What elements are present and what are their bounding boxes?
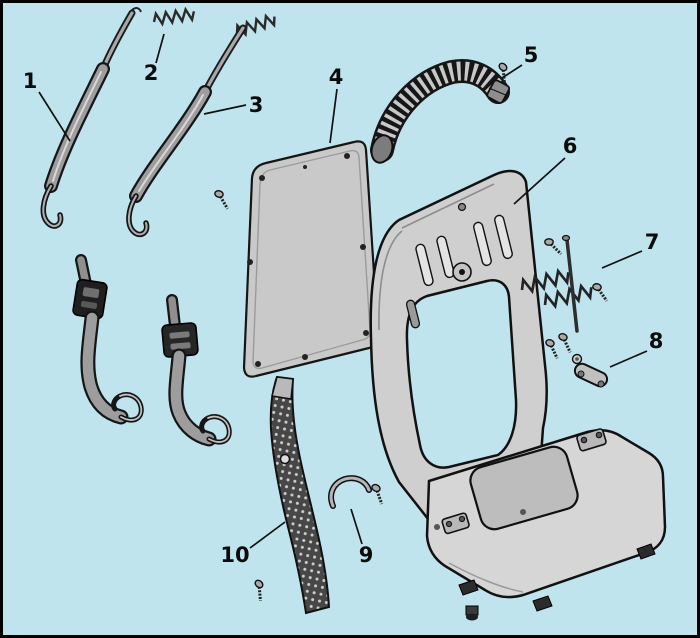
- frame-bolt: [457, 202, 467, 212]
- screw-hole: [303, 165, 307, 169]
- screw-hole: [360, 244, 366, 250]
- clamp-body-fill: [329, 476, 371, 508]
- back-pad-plate: [242, 140, 380, 378]
- frame-emblem-dot: [459, 269, 465, 275]
- hinge-screw: [580, 436, 588, 444]
- base-foot: [458, 579, 479, 596]
- base-opening: [469, 445, 579, 531]
- pad-strip-hole: [279, 453, 291, 465]
- buckle-slot: [82, 287, 100, 298]
- part-4-back-pad: [210, 140, 380, 378]
- part-label-4: 4: [329, 65, 344, 89]
- part-8-latch-hardware: [540, 331, 609, 388]
- leader-line-8: [609, 350, 648, 368]
- part-label-1: 1: [23, 69, 38, 93]
- leader-line-10: [249, 521, 286, 549]
- frame-vent-slot: [436, 235, 455, 279]
- hinge-screw: [458, 515, 466, 523]
- part-9-clamp: [328, 475, 390, 509]
- base-nut-cap: [466, 613, 478, 621]
- buckle-slot: [80, 300, 98, 309]
- screw-hole: [255, 361, 261, 367]
- part-6-frame-assembly: [369, 169, 667, 621]
- leader-line-6: [513, 157, 566, 205]
- webbing-lower-fill: [170, 350, 215, 445]
- pin-head: [561, 234, 571, 242]
- screw-hole: [344, 153, 350, 159]
- frame-bolt: [520, 509, 526, 515]
- leader-line-9: [350, 508, 363, 545]
- strap-pad-highlight: [138, 94, 204, 192]
- leader-line-4: [329, 88, 338, 144]
- frame-bolt: [434, 524, 440, 530]
- strap-loop-fill: [42, 185, 62, 227]
- part-label-10: 10: [220, 543, 249, 567]
- link-hole: [577, 370, 585, 378]
- buckle-slot: [170, 342, 191, 350]
- leader-line-3: [203, 104, 247, 115]
- strap-pad-highlight: [52, 71, 102, 182]
- screw-hole: [363, 330, 369, 336]
- strap-end-hook-fill: [207, 415, 231, 443]
- part-label-8: 8: [649, 329, 664, 353]
- hose-clamp-band: [488, 87, 509, 97]
- callouts: 1 2 3 4 5 6 7 8 9 10: [23, 33, 664, 567]
- part-label-9: 9: [359, 543, 374, 567]
- base-foot: [532, 595, 553, 612]
- part-7-spring-kit: [518, 234, 611, 333]
- screw-hole: [302, 354, 308, 360]
- part-label-3: 3: [249, 93, 264, 117]
- frame-opening: [405, 279, 518, 469]
- part-label-2: 2: [144, 61, 159, 85]
- part-5-flex-hose: [370, 59, 516, 164]
- leader-line-5: [501, 64, 523, 79]
- link-hole: [597, 380, 605, 388]
- hinge-screw: [595, 431, 603, 439]
- leader-line-2: [155, 33, 165, 64]
- part-label-5: 5: [524, 43, 539, 67]
- part-10-perforated-pad: [246, 375, 331, 615]
- screw-hole: [259, 175, 265, 181]
- spring-pin: [565, 238, 579, 333]
- part-1-shoulder-strap-left: [40, 7, 144, 425]
- pad-strip-tab: [271, 376, 294, 400]
- part-3-shoulder-strap-right: [126, 12, 279, 447]
- screw-hole: [247, 259, 253, 265]
- strap-end-hook-fill: [119, 393, 143, 421]
- hose-flange: [370, 134, 394, 164]
- base-front-edge: [448, 562, 524, 593]
- buckle-slot: [169, 331, 190, 339]
- latch-link: [573, 362, 609, 388]
- webbing-lower-fill: [82, 312, 127, 423]
- part-label-7: 7: [645, 230, 660, 254]
- strap-buckle-right: [161, 322, 199, 358]
- pad-strip: [269, 375, 331, 615]
- frame-vent-slot-small: [405, 299, 421, 329]
- frame-vent-slot: [415, 243, 434, 287]
- frame-vent-slot: [494, 214, 513, 260]
- leader-line-1: [38, 91, 71, 142]
- hinge-screw: [445, 520, 453, 528]
- frame-vent-slot: [473, 221, 492, 267]
- leader-line-7: [601, 250, 643, 269]
- frame-contour-left: [378, 230, 403, 331]
- frame-contour-top: [401, 183, 495, 229]
- part-label-6: 6: [563, 134, 578, 158]
- washer-hole: [575, 357, 579, 361]
- hose-body: [370, 59, 510, 162]
- webbing-upper-fill: [168, 296, 179, 330]
- strap-loop-fill: [128, 195, 148, 236]
- base-foot: [636, 543, 656, 560]
